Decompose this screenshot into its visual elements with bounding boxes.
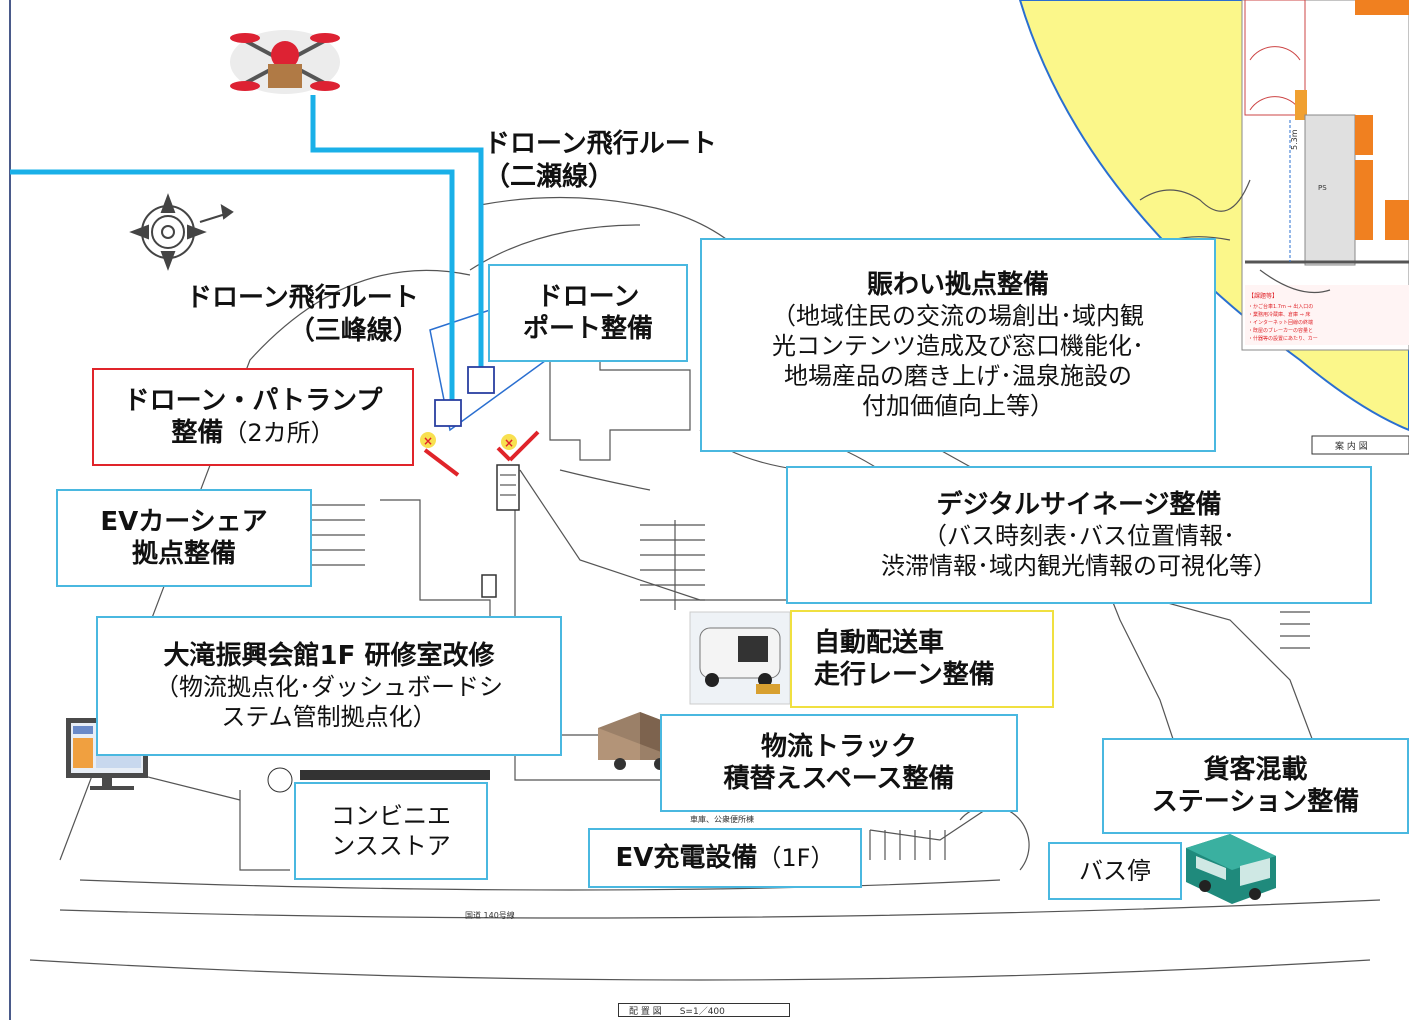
scale-text: 配 置 図 S=1／400: [629, 1006, 725, 1017]
signage-line2: 渋滞情報･域内観光情報の可視化等）: [881, 552, 1277, 581]
bus-icon: [1186, 834, 1276, 904]
patolamp-main: 整備: [171, 418, 224, 448]
ev-charge-main: EV充電設備: [615, 842, 758, 873]
ev-charge-box: EV充電設備（1F）: [588, 828, 862, 888]
svg-text:×: ×: [504, 436, 514, 450]
svg-text:・インターネット回線の終端: ・インターネット回線の終端: [1248, 319, 1313, 326]
route-nise-label: ドローン飛行ルート （二瀬線）: [484, 128, 717, 193]
compass-icon: [129, 193, 234, 271]
truck-line2: 積替えスペース整備: [723, 764, 955, 794]
route-nise-title: ドローン飛行ルート: [484, 129, 717, 159]
droneport-line1: ドローン: [536, 281, 640, 312]
ev-share-box: EVカーシェア 拠点整備: [56, 489, 312, 587]
signage-line1: （バス時刻表･バス位置情報･: [923, 522, 1235, 551]
droneport-pad-1: [434, 399, 462, 427]
patolamp-title: ドローン・パトランプ: [123, 385, 383, 416]
floor-plan-inset: 【課題等】 ・かご台車1.7m ⇒ 出入口の ・業務用冷蔵庫、倉庫 ⇒ 床 ・イ…: [1241, 0, 1409, 351]
nigiwai-box: 賑わい拠点整備 （地域住民の交流の場創出･域内観 光コンテンツ造成及び窓口機能化…: [700, 238, 1216, 452]
auto-delivery-line2: 走行レーン整備: [814, 660, 995, 690]
svg-text:5.3m: 5.3m: [1290, 129, 1299, 150]
conveni-line1: コンビニエ: [331, 802, 451, 830]
scale-label: 配 置 図 S=1／400: [618, 1003, 790, 1017]
mixed-station-line2: ステーション整備: [1151, 787, 1360, 817]
auto-delivery-box: 自動配送車 走行レーン整備: [790, 610, 1054, 708]
droneport-box: ドローン ポート整備: [488, 264, 688, 362]
signage-title: デジタルサイネージ整備: [936, 489, 1222, 520]
nigiwai-title: 賑わい拠点整備: [866, 269, 1049, 300]
svg-text:車庫、公衆便所棟: 車庫、公衆便所棟: [690, 814, 754, 824]
patolamp-sub: （2カ所）: [223, 419, 335, 447]
ps-label: PS: [1318, 184, 1327, 192]
svg-text:国道 140号線: 国道 140号線: [465, 910, 515, 920]
otaki-line1: （物流拠点化･ダッシュボードシ: [155, 673, 503, 702]
mixed-station-box: 貨客混載 ステーション整備: [1102, 738, 1409, 834]
stair-structure: [496, 464, 520, 511]
otaki-box: 大滝振興会館1F 研修室改修 （物流拠点化･ダッシュボードシ ステム管制拠点化）: [96, 616, 562, 756]
signage-box: デジタルサイネージ整備 （バス時刻表･バス位置情報･ 渋滞情報･域内観光情報の可…: [786, 466, 1372, 604]
route-nise-sub: （二瀬線）: [484, 161, 615, 192]
nigiwai-line3: 地場産品の磨き上げ･温泉施設の: [784, 362, 1132, 391]
droneport-line2: ポート整備: [522, 314, 653, 344]
ev-share-line1: EVカーシェア: [100, 506, 268, 537]
nigiwai-line2: 光コンテンツ造成及び窓口機能化･: [772, 332, 1144, 361]
svg-text:・業務用冷蔵庫、倉庫 ⇒ 床: ・業務用冷蔵庫、倉庫 ⇒ 床: [1248, 311, 1310, 318]
route-mitsumine-sub: （三峰線）: [288, 315, 419, 346]
nigiwai-line1: （地域住民の交流の場創出･域内観: [772, 302, 1144, 331]
drone-routes: [10, 95, 484, 415]
auto-delivery-line1: 自動配送車: [814, 627, 945, 658]
conveni-line2: ンスストア: [331, 832, 451, 860]
otaki-title: 大滝振興会館1F 研修室改修: [163, 640, 495, 671]
svg-text:・什器等の設置にあたり、カー: ・什器等の設置にあたり、カー: [1248, 335, 1318, 342]
bus-stop-label: バス停: [1079, 857, 1151, 885]
route-mitsumine-label: ドローン飛行ルート （三峰線）: [186, 282, 419, 347]
conveni-box: コンビニエ ンスストア: [294, 782, 488, 880]
svg-text:・かご台車1.7m ⇒ 出入口の: ・かご台車1.7m ⇒ 出入口の: [1248, 303, 1313, 310]
patolamp-marker-icon: ×: [496, 430, 540, 462]
droneport-pad-2: [467, 366, 495, 394]
svg-text:【課題等】: 【課題等】: [1248, 292, 1278, 300]
mixed-station-line1: 貨客混載: [1203, 754, 1308, 785]
otaki-line2: ステム管制拠点化）: [221, 703, 437, 732]
delivery-robot-icon: [689, 611, 791, 705]
ev-share-line2: 拠点整備: [131, 539, 236, 569]
ev-charge-sub: （1F）: [757, 844, 835, 872]
patolamp-marker-icon: ×: [420, 432, 460, 477]
nigiwai-line4: 付加価値向上等）: [862, 392, 1054, 421]
svg-text:案 内 図: 案 内 図: [1335, 440, 1368, 452]
drone-icon: [230, 30, 340, 94]
parking-lines: [300, 504, 1310, 860]
patolamp-box: ドローン・パトランプ 整備（2カ所）: [92, 368, 414, 466]
truck-box: 物流トラック 積替えスペース整備: [660, 714, 1018, 812]
route-mitsumine-title: ドローン飛行ルート: [186, 283, 419, 313]
bus-stop-box: バス停: [1048, 842, 1182, 900]
svg-text:・既屋のブレーカーの容量と: ・既屋のブレーカーの容量と: [1248, 327, 1313, 334]
svg-text:×: ×: [423, 434, 433, 448]
truck-line1: 物流トラック: [760, 731, 917, 762]
